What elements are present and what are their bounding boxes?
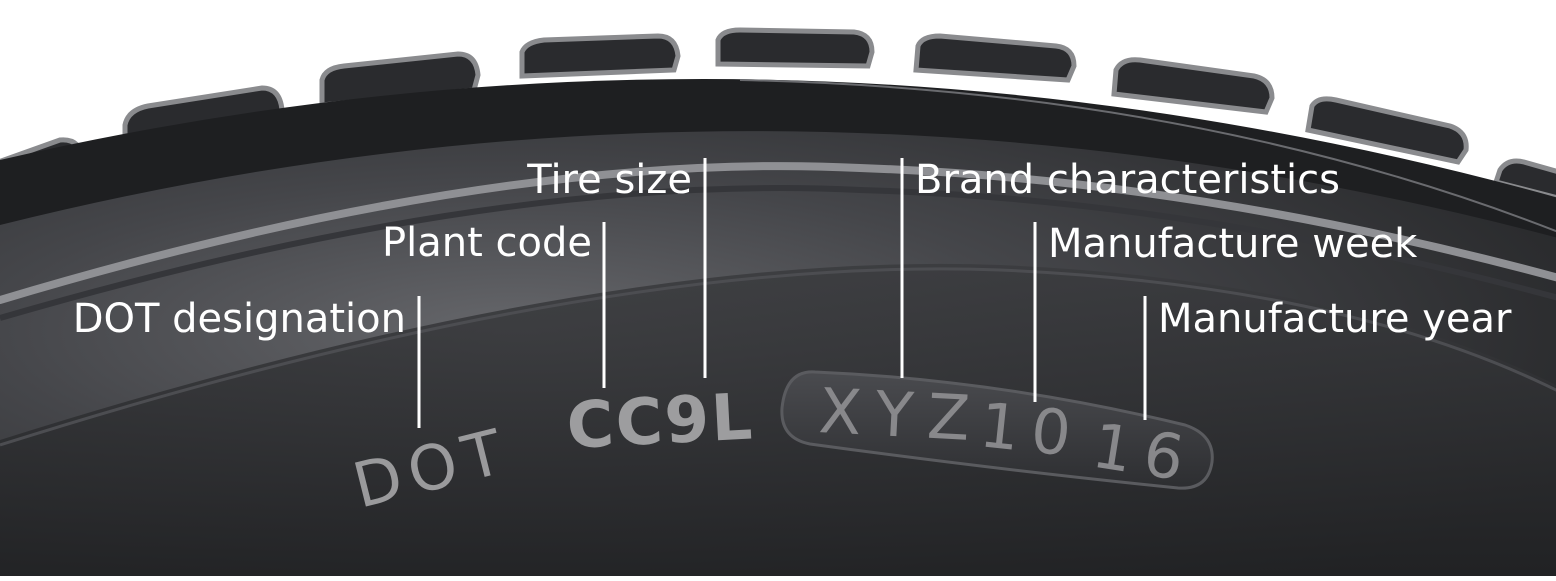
label-dot-designation: DOT designation — [73, 296, 406, 342]
label-tire-size: Tire size — [526, 157, 692, 203]
shoulder-highlight — [739, 79, 1556, 233]
lower-sidewall-edge — [0, 267, 1556, 447]
code-year: 16 — [1088, 409, 1201, 497]
label-brand-characteristics: Brand characteristics — [915, 157, 1340, 203]
code-brand: XYZ — [817, 374, 985, 456]
sidewall-ridge — [0, 162, 1556, 304]
emboss-plate — [780, 370, 1214, 490]
sidewall-ridge-shadow — [0, 185, 1556, 321]
code-week: 10 — [976, 388, 1086, 471]
label-manufacture-year: Manufacture year — [1158, 296, 1512, 342]
label-plant-code: Plant code — [382, 220, 592, 266]
code-plant: CC9L — [565, 380, 756, 464]
tread-blocks — [0, 27, 1556, 201]
lower-sidewall — [0, 263, 1556, 576]
label-manufacture-week: Manufacture week — [1048, 221, 1418, 267]
